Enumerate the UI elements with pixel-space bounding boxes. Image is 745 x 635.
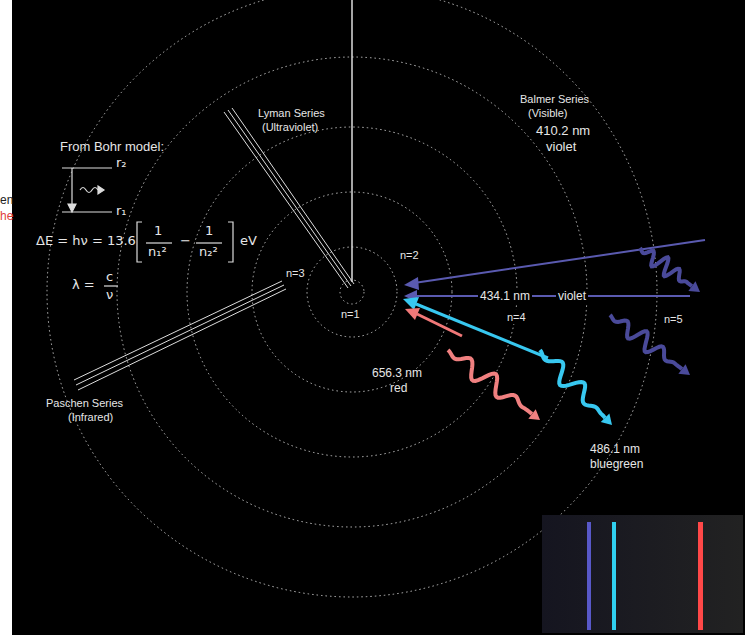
series-label: Lyman Series — [258, 106, 325, 120]
level-label: n=4 — [505, 310, 528, 324]
radius-label: r₁ — [116, 204, 127, 218]
heading-label: From Bohr model: — [60, 140, 164, 154]
formula-text: ν — [106, 288, 113, 302]
series-label: Balmer Series — [520, 92, 589, 106]
level-label: n=5 — [664, 312, 683, 326]
series-label: Paschen Series — [46, 396, 123, 410]
series-label: (Visible) — [528, 106, 568, 120]
photon-arrowhead — [601, 414, 612, 425]
radius-label: r₂ — [116, 156, 127, 170]
color-label: violet — [546, 140, 576, 154]
page-margin — [0, 0, 12, 635]
photon-wave — [640, 248, 692, 286]
photon-wave — [448, 350, 532, 414]
level-label: n=3 — [286, 266, 305, 280]
wavelength-label: 486.1 nm — [590, 442, 640, 456]
formula-text: eV — [240, 234, 257, 248]
formula-brackets — [104, 222, 233, 286]
color-label: red — [390, 381, 407, 395]
formula-text: n₁² — [148, 245, 167, 259]
level-label: n=2 — [400, 248, 419, 262]
color-label: bluegreen — [590, 457, 643, 471]
photon-arrowhead — [528, 409, 540, 420]
formula-text: c — [106, 270, 113, 284]
photon-wave — [540, 350, 605, 418]
formula-text: − — [180, 234, 191, 248]
formula-text: λ = — [72, 278, 95, 292]
spectrum-inset — [542, 515, 743, 633]
lyman-lines — [224, 108, 354, 288]
formula-text: ΔE = hν = 13.6 — [36, 234, 136, 248]
photon-arrowhead — [678, 364, 690, 375]
balmer-lines — [403, 240, 705, 358]
formula-text: 1 — [154, 224, 162, 238]
paschen-lines — [74, 281, 286, 390]
axis-line — [351, 0, 353, 282]
series-label: (Infrared) — [68, 410, 113, 424]
formula-text: 1 — [205, 224, 213, 238]
wavelength-label: 410.2 nm — [536, 124, 590, 138]
series-label: (Ultraviolet) — [262, 120, 318, 134]
photon-waves — [448, 248, 700, 425]
wavelength-label: 434.1 nm — [478, 289, 532, 303]
wavelength-label: 656.3 nm — [372, 366, 422, 380]
formula-text: n₂² — [199, 245, 218, 259]
orbit-circles — [47, 0, 657, 597]
color-label: violet — [556, 289, 588, 303]
energy-level-sketch — [62, 168, 112, 212]
cut-text: en — [0, 193, 13, 207]
cut-text: he — [0, 209, 13, 223]
photon-arrowhead — [688, 281, 700, 292]
level-label: n=1 — [341, 307, 360, 321]
